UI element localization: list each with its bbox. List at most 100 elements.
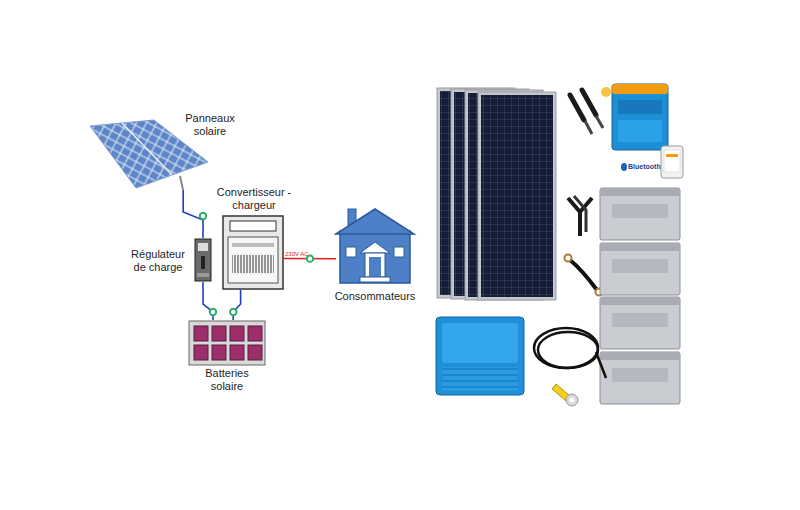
rect-shape (666, 154, 678, 157)
rect-shape (230, 345, 244, 360)
rect-shape (248, 326, 262, 341)
rect-shape (212, 326, 226, 341)
polygon-shape (336, 209, 414, 234)
rect-shape (612, 259, 668, 273)
mc4-connector (570, 90, 603, 134)
rect-shape (618, 120, 662, 142)
node-label: Panneaux solaire (183, 112, 237, 138)
polygon-shape (360, 242, 390, 253)
smartphone (661, 146, 683, 178)
battery-bank-shape (188, 320, 266, 366)
rect-shape (232, 255, 274, 273)
rect-shape (195, 239, 211, 281)
rect-shape (612, 204, 668, 218)
circle-shape (565, 255, 572, 262)
mppt-controller (601, 84, 668, 150)
rect-shape (194, 326, 208, 341)
rect-shape (481, 95, 553, 297)
battery-bank: Batteries solaire (188, 320, 266, 366)
rect-shape (600, 352, 680, 360)
junction-dot (210, 309, 216, 315)
rect-shape (600, 243, 680, 251)
cable-lug (552, 384, 578, 406)
converter-charger: Convertisseur -chargeur (222, 215, 284, 290)
rect-shape (194, 345, 208, 360)
rect-shape (442, 367, 518, 391)
charge-regulator-shape (194, 238, 212, 282)
battery-cable (565, 255, 603, 296)
rect-shape (442, 323, 518, 363)
node-label: Régulateur de charge (126, 248, 190, 274)
path-shape (570, 260, 597, 290)
node-label: Convertisseur -chargeur (214, 186, 294, 212)
path-shape (574, 196, 586, 232)
circle-shape (570, 398, 575, 403)
rect-shape (600, 297, 680, 305)
ellipse-shape (534, 328, 598, 368)
node-label: Batteries solaire (192, 367, 262, 393)
rect-shape (340, 231, 410, 283)
circle-shape (601, 87, 611, 97)
polygon-shape (90, 120, 208, 188)
rect-shape (612, 313, 668, 327)
battery-photo (600, 243, 680, 295)
rect-shape (600, 352, 680, 404)
junction-dot (200, 213, 206, 219)
junction-dot (230, 309, 236, 315)
ellipse-shape (538, 332, 598, 368)
rect-shape (612, 84, 668, 94)
rect-shape (223, 216, 283, 289)
rect-shape (600, 188, 680, 196)
rect-shape (618, 100, 662, 114)
rect-shape (346, 247, 356, 257)
rect-shape (394, 247, 404, 257)
consumer-house-shape (336, 203, 414, 285)
rect-shape (230, 221, 276, 231)
rect-shape (228, 237, 278, 283)
circle-shape (566, 394, 578, 406)
dc-wire (203, 282, 213, 320)
solar-panel-photo (478, 92, 556, 300)
path-shape (585, 121, 592, 134)
rect-shape (478, 92, 556, 300)
path-shape (582, 90, 596, 115)
rect-shape (661, 146, 683, 178)
solar-panel: Panneaux solaire (88, 118, 210, 190)
rect-shape (612, 84, 668, 150)
battery-photo (600, 352, 680, 404)
rect-shape (230, 326, 244, 341)
rect-shape (365, 253, 385, 277)
battery-photo (600, 188, 680, 240)
path-shape (180, 176, 183, 190)
ellipse-shape (621, 163, 627, 171)
rect-shape (436, 317, 524, 395)
rect-shape (197, 273, 209, 277)
rect-shape (212, 345, 226, 360)
rect-shape (612, 368, 668, 382)
rect-shape (232, 243, 274, 247)
rect-shape (189, 321, 265, 365)
path-shape (596, 116, 603, 128)
inverter-photo (436, 317, 524, 395)
rect-shape (600, 243, 680, 295)
rect-shape (360, 277, 390, 282)
path-shape (596, 352, 606, 378)
rect-shape (664, 150, 680, 172)
rect-shape (248, 345, 262, 360)
rect-shape (201, 256, 205, 269)
branch-connector (568, 196, 592, 236)
bluetooth-icon (621, 163, 627, 171)
rect-shape (198, 243, 208, 251)
coiled-cable (534, 328, 606, 378)
path-shape (122, 123, 172, 175)
charge-regulator: Régulateur de charge (194, 238, 212, 282)
consumer-house: Consommateurs (336, 203, 414, 285)
converter-charger-shape (222, 215, 284, 290)
ac-power-line (284, 258, 336, 260)
battery-photo (600, 297, 680, 349)
node-label: Consommateurs (330, 290, 420, 303)
path-shape (570, 95, 584, 120)
voltage-label: 230V AC (285, 251, 309, 258)
rect-shape (369, 257, 381, 277)
